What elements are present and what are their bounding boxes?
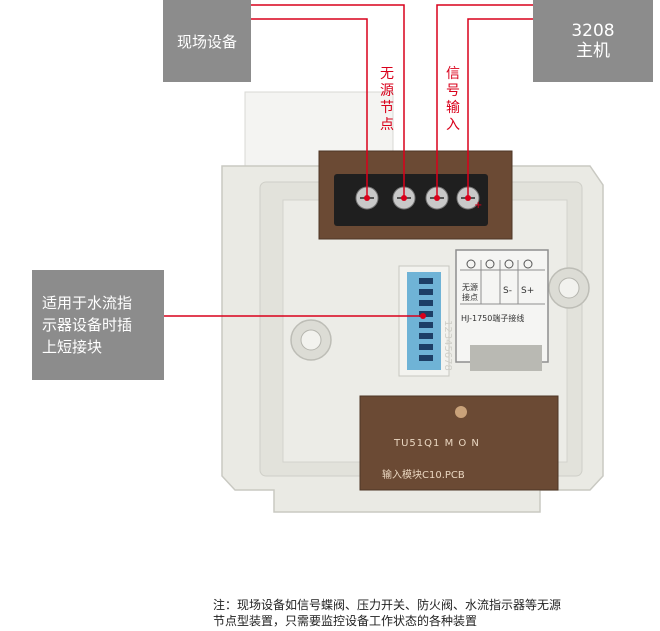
callout-jumper-line2: 示器设备时插: [42, 316, 133, 334]
callout-host-line1: 3208: [571, 21, 615, 41]
callout-host-line2: 主机: [576, 41, 610, 61]
dip-switch-levers: [419, 278, 433, 361]
callout-lines: [164, 4, 533, 317]
terminal-label: [455, 249, 549, 363]
label-model: HJ-1750端子接线: [461, 313, 524, 323]
mount-hole-right: [548, 267, 590, 309]
callout-jumper-line3: 上短接块: [42, 338, 103, 356]
label-s-minus: S-: [503, 286, 512, 296]
callout-dots: [364, 195, 471, 319]
label-signal-input: 信号输入: [446, 66, 460, 133]
pcb-text-1: TU51Q1 M O N: [393, 438, 480, 449]
callout-field-device-text: 现场设备: [176, 32, 237, 51]
pcb-text-2: 输入模块C10.PCB: [382, 468, 465, 481]
label-dry-1: 无源: [462, 283, 478, 292]
callout-host: 3208 主机: [533, 0, 653, 82]
callout-jumper-note: 适用于水流指 示器设备时插 上短接块: [32, 270, 164, 380]
label-shadow: [470, 345, 542, 371]
label-s-plus: S+: [521, 286, 534, 296]
footnote: 注：现场设备如信号蝶阀、压力开关、防火阀、水流指示器等无源 节点型装置，只需要监…: [213, 597, 613, 629]
jumper-numbers: 12345678: [442, 320, 453, 371]
footnote-line1: 注：现场设备如信号蝶阀、压力开关、防火阀、水流指示器等无源: [213, 598, 562, 612]
label-dry-2: 接点: [462, 292, 478, 302]
pcb-via: [455, 406, 467, 418]
label-dry-contact: 无源节点: [380, 66, 394, 133]
dip-switch: [407, 272, 441, 370]
mount-hole-left: [290, 319, 332, 361]
callout-field-device: 现场设备: [163, 0, 251, 82]
callout-jumper-line1: 适用于水流指: [42, 294, 133, 312]
plus-mark: +: [474, 200, 482, 211]
footnote-line2: 节点型装置，只需要监控设备工作状态的各种装置: [213, 614, 478, 628]
